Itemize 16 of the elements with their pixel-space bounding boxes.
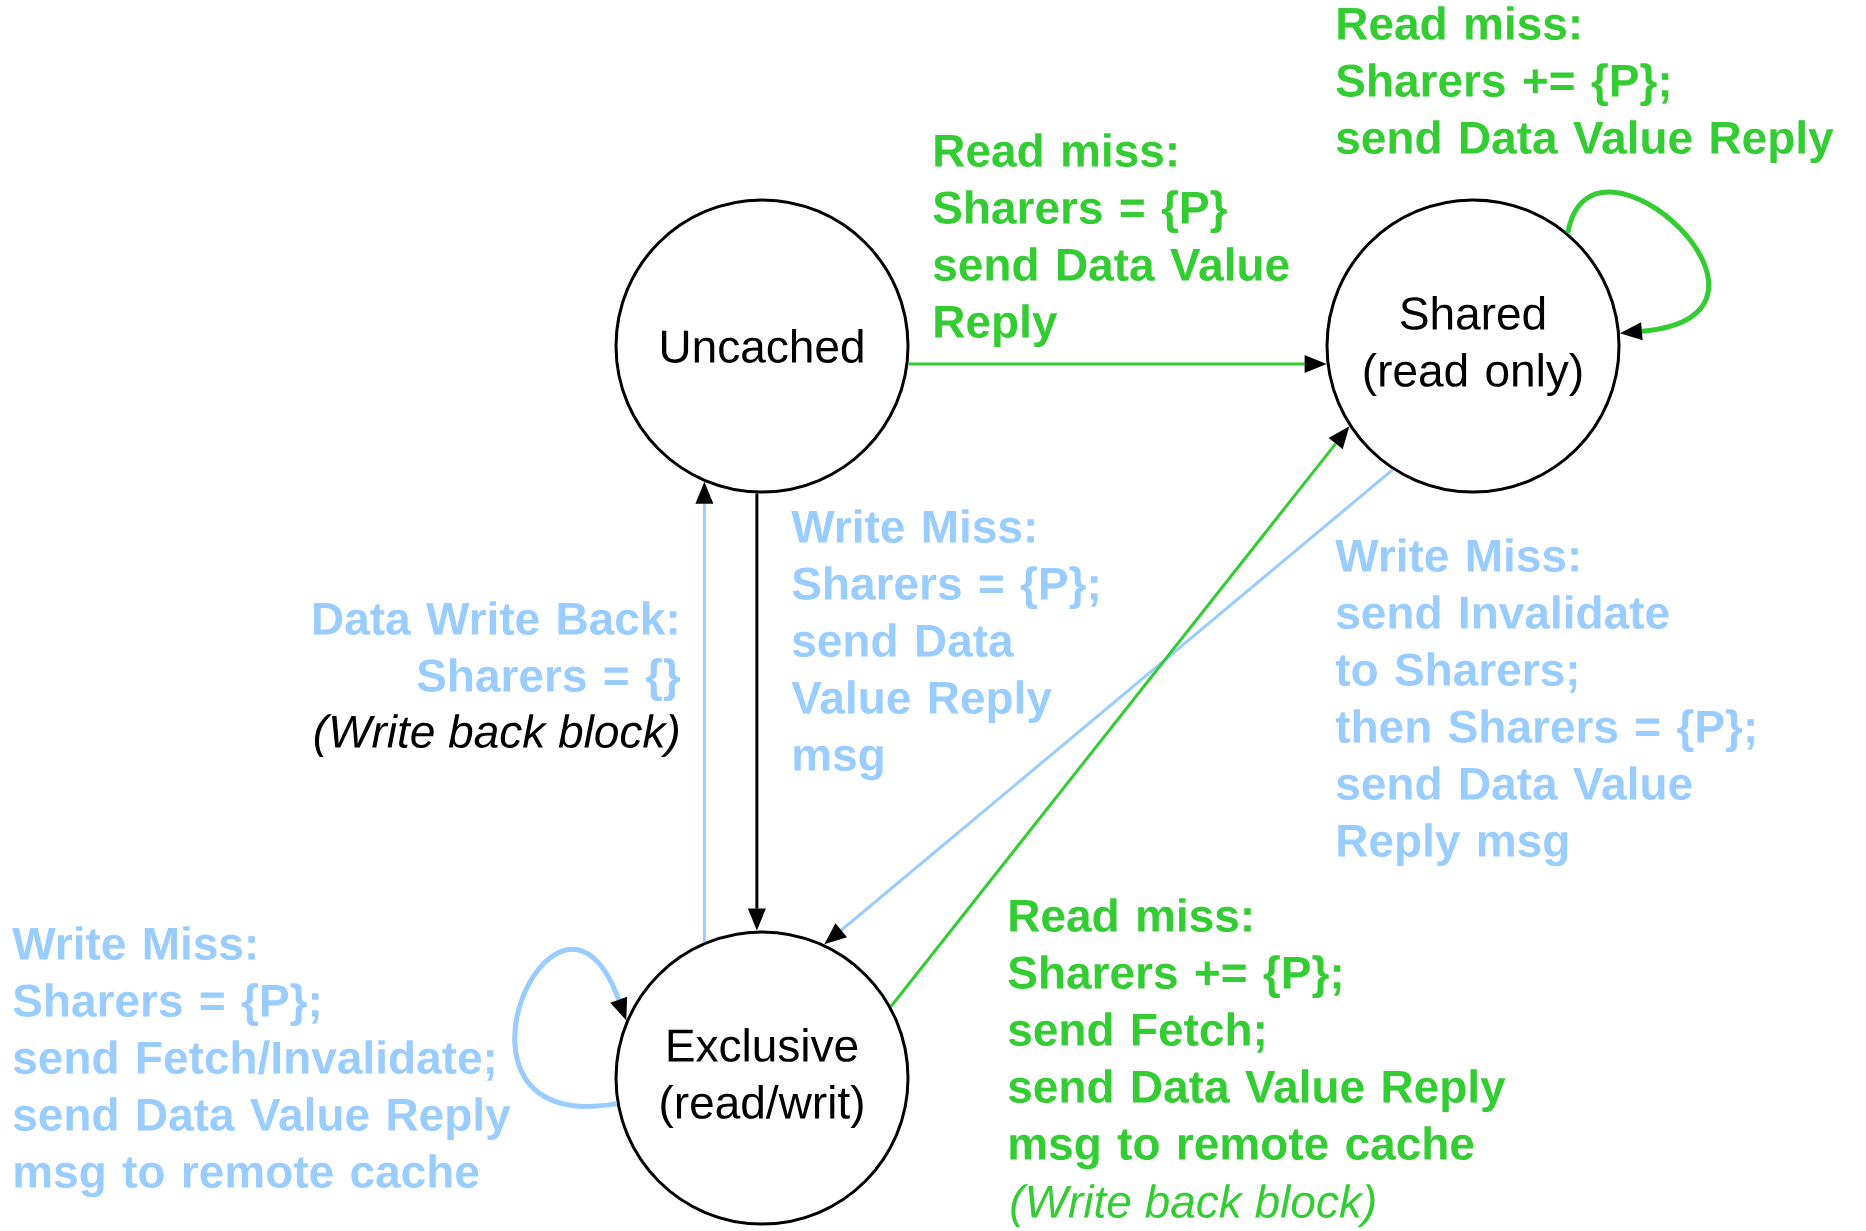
edge-label: Read miss: Sharers += {P}; send Data Value Reply [1336,6,1834,164]
arrow [747,493,766,931]
arrow [824,468,1394,945]
edge-label: Write Miss: send Invalidate to Sharers; then Sharers = {P}; send Data Value Reply msg [1335,538,1754,867]
edge-label: Write Miss: Sharers = {P}; send Fetch/Invalidate; send Data Value Reply msg to remote cache [12,926,511,1198]
arrow [1565,189,1711,341]
arrow [889,426,1350,1008]
edge-label: Read miss: Sharers = {P} send Data Value Reply [933,133,1289,348]
arrow [908,355,1327,373]
note-text: (Write back block) [314,714,678,758]
arrow [512,947,628,1109]
arrow [695,481,714,943]
edge-label: Read miss: Sharers += {P}; send Fetch; send Data Value Reply msg to remote cache [1008,898,1506,1170]
note-text: (Write back block) [1011,1184,1375,1228]
edge-label: Write Miss: Sharers = {P}; send Data Value Reply msg [791,509,1098,781]
edge-label: Data Write Back: Sharers = {} [314,601,681,702]
